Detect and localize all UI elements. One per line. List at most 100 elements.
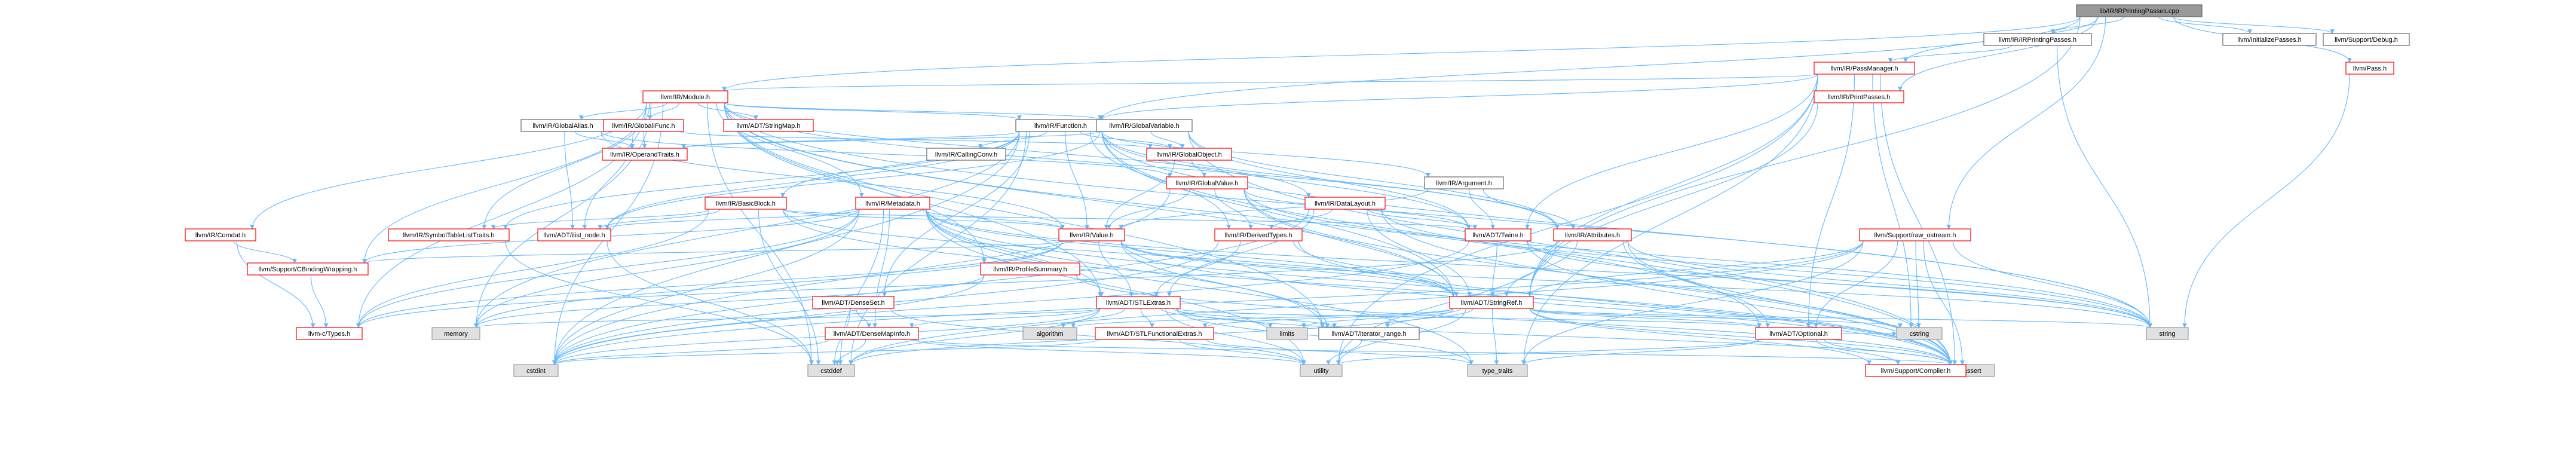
node-box — [2345, 62, 2394, 75]
node-derivedtypes[interactable]: llvm/IR/DerivedTypes.h — [1214, 228, 1303, 241]
edge-raw_ostream-to-optional — [1814, 240, 1898, 328]
node-ctypes[interactable]: llvm-c/Types.h — [296, 327, 363, 340]
edge-metadata-to-densemapinfo — [872, 209, 890, 328]
node-callingconv[interactable]: llvm/IR/CallingConv.h — [926, 148, 1006, 161]
node-profilesummary[interactable]: llvm/IR/ProfileSummary.h — [980, 262, 1080, 276]
edge-raw_ostream-to-cassert — [1923, 240, 1965, 365]
node-box — [602, 148, 688, 161]
node-label: llvm/Support/raw_ostream.h — [1874, 232, 1956, 239]
node-utility: utility — [1300, 364, 1343, 377]
edge-stringref-to-cstring — [1529, 308, 1903, 328]
node-stlextras[interactable]: llvm/ADT/STLExtras.h — [1096, 296, 1181, 309]
edge-metadata-to-cbindingwrapping — [362, 209, 860, 264]
node-globalvariable[interactable]: llvm/IR/GlobalVariable.h — [1096, 119, 1193, 132]
node-label: llvm/IR/Module.h — [661, 94, 710, 101]
edge-stringref-to-compiler — [1529, 308, 1871, 365]
edge-attributes-to-cassert — [1627, 240, 1953, 365]
node-label: llvm/IR/ProfileSummary.h — [993, 266, 1067, 273]
edge-globalalias-to-ilist_node — [564, 131, 575, 230]
node-globalalias[interactable]: llvm/IR/GlobalAlias.h — [520, 119, 605, 132]
edge-optional-to-compiler — [1815, 339, 1901, 365]
node-ilist_node[interactable]: llvm/ADT/ilist_node.h — [537, 228, 611, 241]
node-globalifunc[interactable]: llvm/IR/GlobalIFunc.h — [603, 119, 684, 132]
edge-symboltablelisttraits-to-cstddef — [505, 240, 814, 365]
node-datalayout[interactable]: llvm/IR/DataLayout.h — [1304, 197, 1386, 210]
node-twine[interactable]: llvm/ADT/Twine.h — [1465, 228, 1531, 241]
node-iterator_range[interactable]: llvm/ADT/iterator_range.h — [1318, 327, 1420, 340]
edge-function-to-derivedtypes — [1090, 131, 1232, 230]
node-box — [1300, 364, 1343, 377]
node-label: llvm/ADT/STLExtras.h — [1106, 299, 1171, 307]
node-label: llvm/IR/Metadata.h — [865, 200, 920, 207]
node-operandtraits[interactable]: llvm/IR/OperandTraits.h — [602, 148, 688, 161]
edge-passmanager-to-stringref — [1527, 74, 1818, 297]
edge-module-to-memory — [474, 102, 651, 328]
edge-function-to-globalobject — [1079, 131, 1172, 149]
node-debug[interactable]: llvm/Support/Debug.h — [2323, 33, 2410, 46]
node-label: llvm/IR/IRPrintingPasses.h — [1999, 36, 2076, 44]
node-box — [642, 90, 728, 103]
edge-optional-to-cassert — [1824, 339, 1953, 365]
node-box — [2222, 33, 2317, 46]
node-box — [1304, 197, 1386, 210]
node-box — [2323, 33, 2410, 46]
node-initializepasses[interactable]: llvm/InitializePasses.h — [2222, 33, 2317, 46]
edge-module-to-function — [724, 102, 1022, 120]
node-label: llvm/IR/PrintPasses.h — [1828, 94, 1891, 101]
node-basicblock[interactable]: llvm/IR/BasicBlock.h — [705, 197, 787, 210]
node-printpasses[interactable]: llvm/IR/PrintPasses.h — [1814, 90, 1904, 103]
node-label: llvm/IR/Function.h — [1034, 123, 1087, 130]
edge-passmanager-to-module — [722, 74, 1818, 91]
edge-globalifunc-to-ilist_node — [582, 131, 634, 230]
node-optional[interactable]: llvm/ADT/Optional.h — [1755, 327, 1842, 340]
node-label: llvm/ADT/ilist_node.h — [543, 232, 605, 239]
node-box — [431, 327, 480, 340]
node-box — [1214, 228, 1303, 241]
edge-module-to-globalalias — [578, 102, 667, 120]
node-symboltablelisttraits[interactable]: llvm/IR/SymbolTableListTraits.h — [388, 228, 510, 241]
edge-irprintingpasses-to-passmanager — [1888, 45, 2013, 63]
node-stringref[interactable]: llvm/ADT/StringRef.h — [1449, 296, 1534, 309]
node-box — [1146, 148, 1232, 161]
node-box — [812, 296, 895, 309]
edge-passmanager-to-function — [1099, 74, 1818, 120]
edge-value-to-stlextras — [1098, 240, 1134, 297]
edge-stlextras-to-stlfunctionalextras — [1140, 308, 1154, 328]
edge-globalalias-to-operandtraits — [575, 131, 635, 149]
edge-densemapinfo-to-cstddef — [835, 339, 866, 365]
edge-passmanager-to-utility — [1336, 74, 1818, 365]
node-globalobject[interactable]: llvm/IR/GlobalObject.h — [1146, 148, 1232, 161]
node-raw_ostream[interactable]: llvm/Support/raw_ostream.h — [1859, 228, 1971, 241]
edge-function-to-argument — [1101, 131, 1431, 178]
edge-raw_ostream-to-cstdint — [552, 240, 1864, 365]
node-pass[interactable]: llvm/Pass.h — [2345, 62, 2394, 75]
node-stlfunctionalextras[interactable]: llvm/ADT/STLFunctionalExtras.h — [1095, 327, 1214, 340]
node-cbindingwrapping[interactable]: llvm/Support/CBindingWrapping.h — [247, 262, 369, 276]
edge-stlextras-to-limits — [1160, 308, 1273, 328]
node-box — [807, 364, 855, 377]
node-label: llvm/IR/BasicBlock.h — [716, 200, 776, 207]
node-function[interactable]: llvm/IR/Function.h — [1015, 119, 1106, 132]
node-compiler[interactable]: llvm/Support/Compiler.h — [1865, 364, 1967, 377]
node-metadata[interactable]: llvm/IR/Metadata.h — [855, 197, 930, 210]
edge-root-to-debug — [2173, 16, 2335, 34]
node-stringmap[interactable]: llvm/ADT/StringMap.h — [723, 119, 814, 132]
edge-datalayout-to-derivedtypes — [1269, 209, 1333, 230]
node-attributes[interactable]: llvm/IR/Attributes.h — [1553, 228, 1632, 241]
edge-stringref-to-stlfunctionalextras — [1202, 308, 1454, 328]
node-label: llvm/IR/DerivedTypes.h — [1224, 232, 1292, 239]
node-passmanager[interactable]: llvm/IR/PassManager.h — [1814, 62, 1915, 75]
edge-module-to-iterator_range — [724, 102, 1325, 328]
node-comdat[interactable]: llvm/IR/Comdat.h — [185, 228, 256, 241]
node-label: llvm/Pass.h — [2353, 65, 2387, 72]
node-densemap_set[interactable]: llvm/ADT/DenseSet.h — [812, 296, 895, 309]
node-argument[interactable]: llvm/IR/Argument.h — [1424, 176, 1504, 189]
edge-root-to-initializepasses — [2158, 16, 2253, 34]
node-module[interactable]: llvm/IR/Module.h — [642, 90, 728, 103]
edge-passmanager-to-cassert — [1880, 74, 1958, 365]
node-value[interactable]: llvm/IR/Value.h — [1058, 228, 1125, 241]
node-irprintingpasses[interactable]: llvm/IR/IRPrintingPasses.h — [1983, 33, 2092, 46]
node-densemapinfo[interactable]: llvm/ADT/DenseMapInfo.h — [825, 327, 919, 340]
node-globalvalue[interactable]: llvm/IR/GlobalValue.h — [1166, 176, 1248, 189]
edge-value-to-cassert — [1120, 240, 1953, 365]
